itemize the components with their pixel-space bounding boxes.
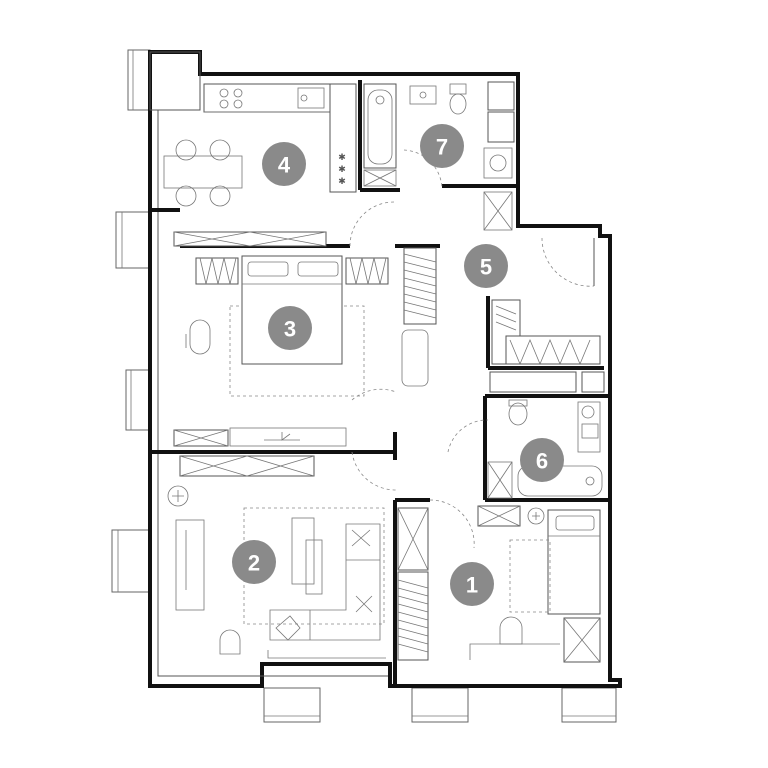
room-badge-5: 5 bbox=[464, 244, 508, 288]
room-number-2: 2 bbox=[248, 551, 260, 576]
room-badge-6: 6 bbox=[520, 438, 564, 482]
room-number-1: 1 bbox=[466, 573, 478, 598]
room-badge-3: 3 bbox=[268, 306, 312, 350]
room-badge-1: 1 bbox=[450, 562, 494, 606]
bedroom-3-furniture bbox=[173, 247, 437, 447]
room-badge-2: 2 bbox=[232, 540, 276, 584]
hallway-furniture bbox=[489, 299, 605, 393]
windows bbox=[111, 49, 617, 723]
room-number-5: 5 bbox=[480, 255, 492, 280]
kitchen-furniture: ✱ ✱ ✱ bbox=[163, 83, 357, 247]
doors bbox=[349, 149, 595, 549]
bathroom-6-fixtures bbox=[487, 399, 603, 499]
svg-text:✱: ✱ bbox=[338, 177, 346, 187]
svg-text:✱: ✱ bbox=[338, 165, 346, 175]
room-number-4: 4 bbox=[278, 153, 291, 178]
room-number-3: 3 bbox=[284, 317, 296, 342]
room-badge-4: 4 bbox=[262, 142, 306, 186]
living-room-furniture bbox=[167, 455, 386, 659]
room-badge-7: 7 bbox=[420, 124, 464, 168]
svg-text:✱: ✱ bbox=[338, 153, 346, 163]
room-number-7: 7 bbox=[436, 135, 448, 160]
exterior-walls bbox=[148, 50, 622, 688]
bathroom-fixtures bbox=[363, 81, 515, 231]
room-number-6: 6 bbox=[536, 449, 548, 474]
bedroom-1-furniture bbox=[397, 505, 601, 663]
